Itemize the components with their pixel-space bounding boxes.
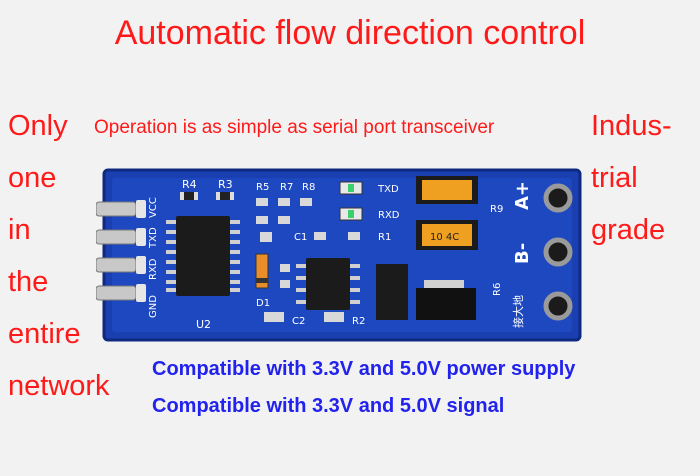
left-word: network [8,370,110,402]
pin-label-gnd: GND [148,295,159,318]
left-slogan: Only one in the entire network [8,100,110,412]
right-word: trial [591,162,638,194]
rs485-module-board: GND RXD TXD VCC R4 R3 U2 R5 R7 R8 [96,168,586,348]
right-slogan: Indus- trial grade [591,100,672,256]
label-r1: R1 [378,232,391,243]
pin-label-txd: TXD [148,227,159,249]
right-word: Indus- [591,110,672,142]
left-word: entire [8,318,81,350]
right-terminals [543,183,573,321]
label-r8: R8 [302,182,315,193]
chip-u1 [306,258,350,310]
terminal-label-a: A+ [512,181,533,210]
label-r2: R2 [352,316,365,327]
terminal-label-ground: 接大地 [511,295,525,328]
label-r7: R7 [280,182,293,193]
right-word: grade [591,214,666,246]
label-r5: R5 [256,182,269,193]
label-txd: TXD [377,184,399,195]
label-c1: C1 [294,232,307,243]
left-word: one [8,162,57,194]
left-word: Only [8,110,68,142]
page-title: Automatic flow direction control [114,14,586,52]
subtitle: Operation is as simple as serial port tr… [94,117,495,138]
label-u2: U2 [196,318,211,331]
compat-power-text: Compatible with 3.3V and 5.0V power supp… [152,358,576,380]
label-d1: D1 [256,298,270,309]
pin-label-vcc: VCC [148,197,159,218]
label-rxd: RXD [378,210,400,221]
label-c2: C2 [292,316,305,327]
pin-label-rxd: RXD [148,258,159,280]
transistor-block [376,264,408,320]
capacitor-marking: 10 4C [430,232,459,243]
label-r9: R9 [490,204,503,215]
compat-signal-text: Compatible with 3.3V and 5.0V signal [152,395,505,417]
label-r4: R4 [182,178,197,191]
left-word: the [8,266,49,298]
terminal-label-b: B- [512,243,533,264]
left-word: in [8,214,31,246]
left-header [96,201,137,301]
chip-u2 [176,216,230,296]
label-r6: R6 [492,283,503,296]
label-r3: R3 [218,178,233,191]
